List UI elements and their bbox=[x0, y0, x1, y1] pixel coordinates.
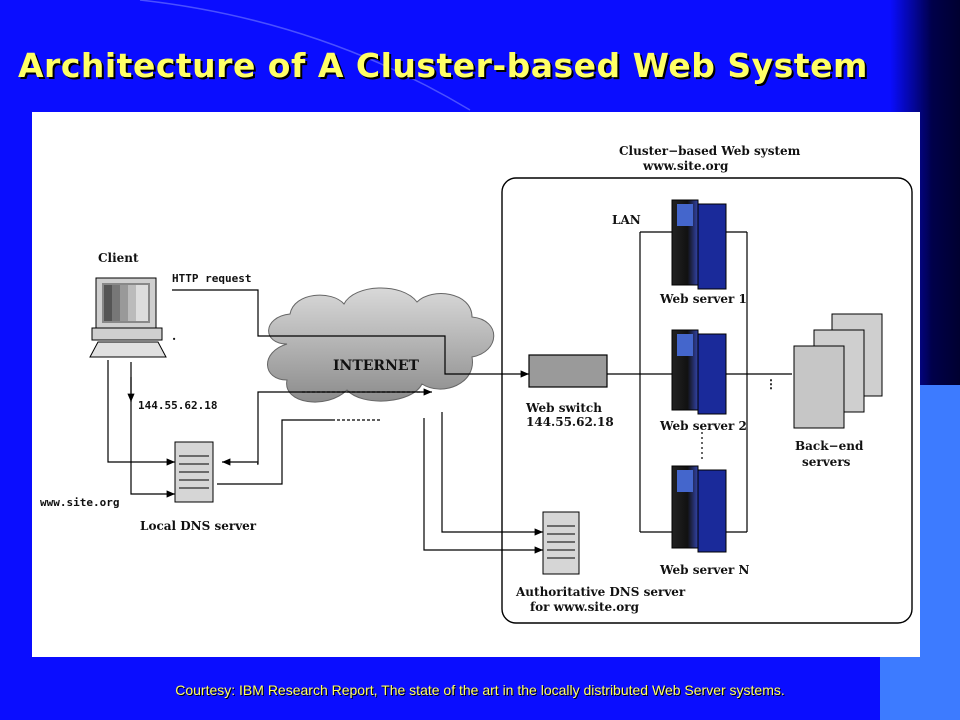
courtesy-caption: Courtesy: IBM Research Report, The state… bbox=[175, 682, 785, 698]
web-server-2-label: Web server 2 bbox=[659, 419, 747, 433]
architecture-diagram: Cluster−based Web system www.site.org LA… bbox=[32, 112, 920, 657]
client-computer-icon bbox=[89, 277, 167, 358]
local-dns-server-icon bbox=[174, 441, 214, 503]
lan-bus bbox=[607, 231, 792, 533]
authoritative-dns-server-icon bbox=[542, 511, 580, 575]
client-domain-label: www.site.org bbox=[40, 496, 119, 509]
slide-title: Architecture of A Cluster-based Web Syst… bbox=[18, 46, 868, 85]
web-server-2-icon bbox=[671, 329, 727, 415]
backend-label-line1: Back−end bbox=[795, 439, 864, 453]
client-ip-label: 144.55.62.18 bbox=[138, 399, 217, 412]
stray-dot: . bbox=[172, 329, 176, 343]
cluster-boundary bbox=[501, 177, 913, 624]
cluster-domain-label: www.site.org bbox=[642, 159, 729, 173]
diagram-svg: Cluster−based Web system www.site.org LA… bbox=[40, 144, 913, 624]
backend-label-line2: servers bbox=[802, 455, 851, 469]
local-dns-label: Local DNS server bbox=[140, 519, 257, 533]
client-label: Client bbox=[98, 251, 139, 265]
web-switch-ip-label: 144.55.62.18 bbox=[526, 415, 614, 429]
connection-lines bbox=[107, 289, 543, 554]
internet-label: INTERNET bbox=[333, 358, 420, 374]
authoritative-dns-label-line1: Authoritative DNS server bbox=[515, 585, 686, 599]
cluster-title-label: Cluster−based Web system bbox=[619, 144, 801, 158]
web-switch-label: Web switch bbox=[525, 401, 602, 415]
backend-servers-icon bbox=[793, 313, 883, 429]
lan-label: LAN bbox=[612, 213, 641, 227]
http-request-label: HTTP request bbox=[172, 272, 251, 285]
authoritative-dns-label-line2: for www.site.org bbox=[530, 600, 640, 614]
backend-ellipsis: ⋮ bbox=[765, 377, 777, 391]
internet-cloud-icon bbox=[267, 287, 495, 403]
web-server-1-icon bbox=[671, 199, 727, 290]
web-switch-icon bbox=[528, 354, 608, 388]
web-server-n-icon bbox=[671, 465, 727, 553]
web-server-1-label: Web server 1 bbox=[659, 292, 747, 306]
web-server-n-label: Web server N bbox=[659, 563, 750, 577]
